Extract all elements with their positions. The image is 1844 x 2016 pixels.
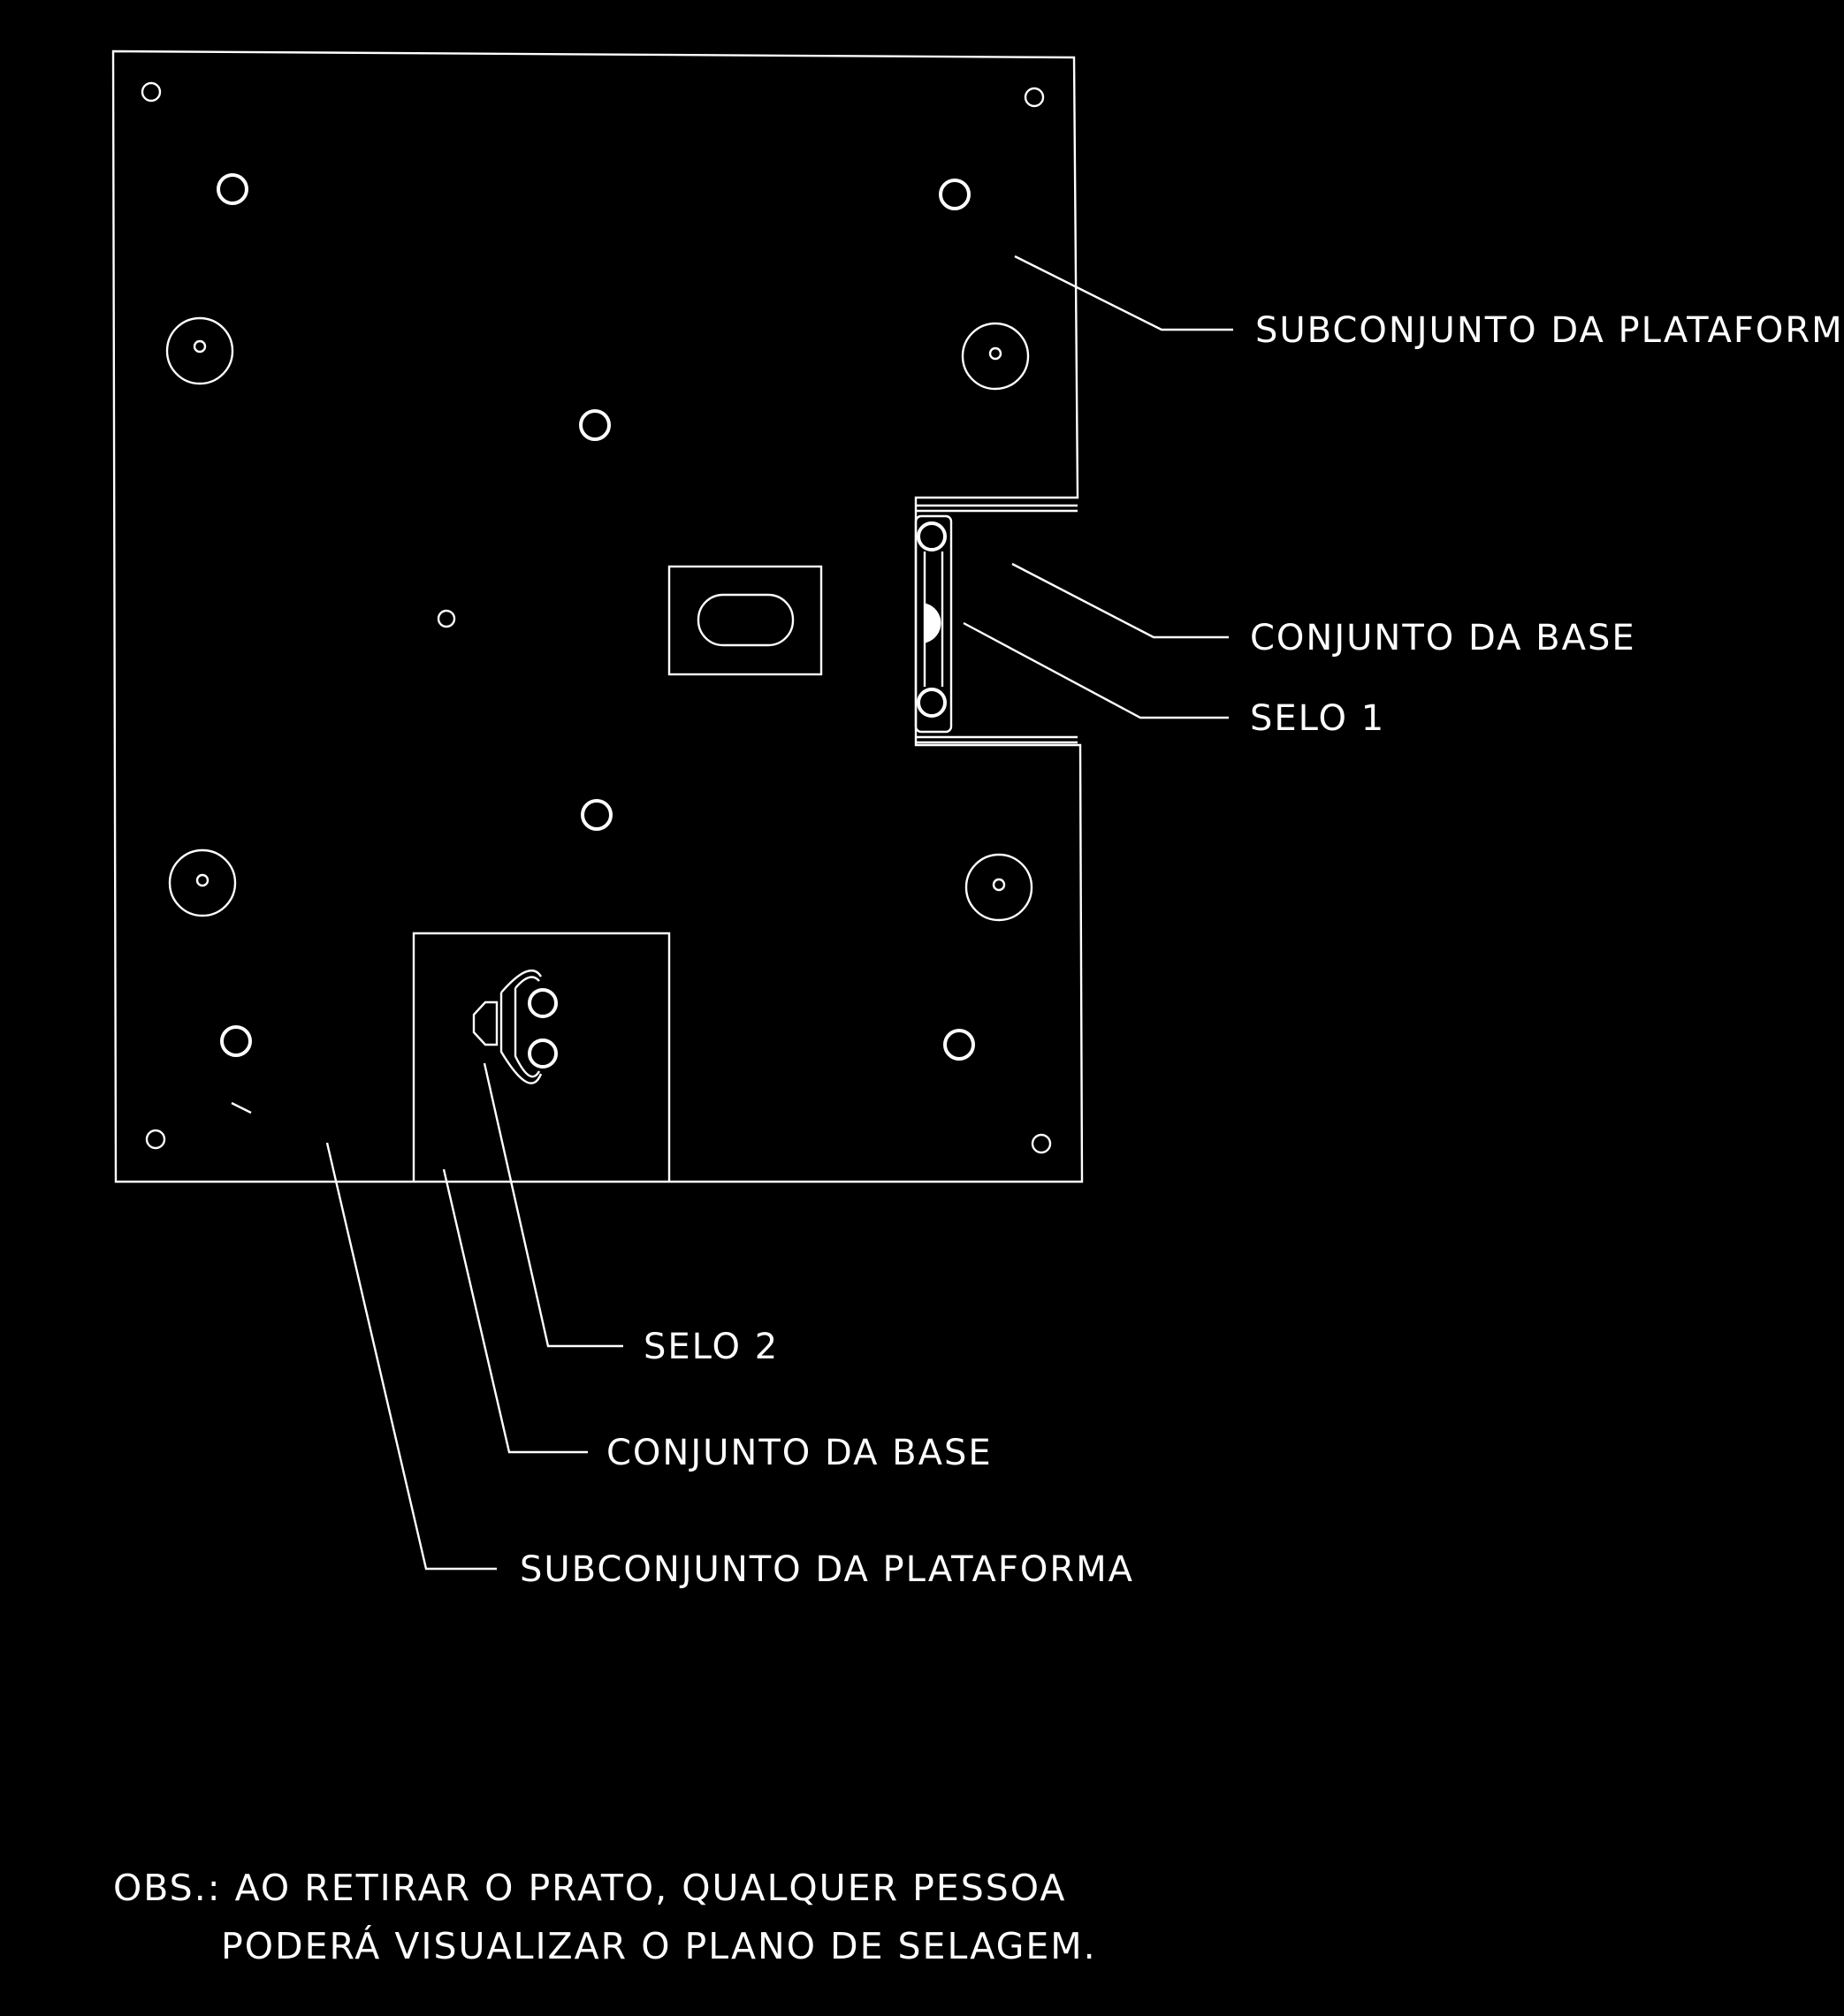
label-seal-2: SELO 2 bbox=[644, 1327, 779, 1367]
seal-2-screw-top bbox=[528, 988, 558, 1018]
label-bottom-base: CONJUNTO DA BASE bbox=[606, 1433, 993, 1473]
label-bottom-platform: SUBCONJUNTO DA PLATAFORMA bbox=[520, 1549, 1134, 1590]
corner-hole-top-left bbox=[141, 81, 162, 103]
seal-1-marker bbox=[926, 603, 941, 643]
corner-holes bbox=[141, 81, 1052, 1154]
leader-lines bbox=[325, 255, 1233, 1571]
bolt-holes bbox=[217, 173, 975, 1061]
right-base-assembly bbox=[914, 504, 1078, 744]
foot-pads bbox=[165, 316, 1033, 922]
center-slot-plate bbox=[667, 565, 823, 676]
seal-2-marker bbox=[472, 1000, 499, 1046]
seal-1-screw-top bbox=[917, 521, 947, 552]
foot-pad bbox=[961, 322, 1030, 391]
bolt-hole bbox=[220, 1025, 252, 1057]
corner-hole-top-right bbox=[1024, 87, 1045, 108]
foot-pad bbox=[168, 848, 237, 917]
label-seal-1: SELO 1 bbox=[1250, 698, 1385, 739]
leader-seal-1 bbox=[963, 621, 1229, 719]
seal-1-screw-bottom bbox=[917, 688, 947, 718]
note-line-1: OBS.: AO RETIRAR O PRATO, QUALQUER PESSO… bbox=[113, 1867, 1066, 1909]
corner-hole-bottom-left bbox=[145, 1129, 166, 1150]
bottom-base-assembly bbox=[412, 932, 671, 1182]
label-top-right-platform: SUBCONJUNTO DA PLATAFORMA bbox=[1255, 310, 1844, 351]
note-line-2: PODERÁ VISUALIZAR O PLANO DE SELAGEM. bbox=[221, 1925, 1097, 1967]
bolt-hole bbox=[579, 409, 611, 441]
leader-top-right-platform bbox=[1014, 255, 1233, 331]
bolt-hole bbox=[939, 179, 971, 210]
bolt-hole bbox=[943, 1029, 975, 1061]
oblong-slot bbox=[697, 593, 795, 647]
foot-pad bbox=[964, 853, 1033, 922]
seal-2-screw-bottom bbox=[528, 1038, 558, 1069]
leader-bottom-platform bbox=[325, 1142, 497, 1571]
leader-seal-2 bbox=[483, 1062, 623, 1348]
corner-hole-bottom-right bbox=[1031, 1133, 1052, 1154]
foot-pad bbox=[165, 316, 234, 385]
platform-outline bbox=[111, 49, 1084, 1183]
center-small-hole bbox=[437, 609, 456, 628]
leader-bottom-base bbox=[442, 1168, 588, 1454]
leader-right-base bbox=[1011, 562, 1229, 639]
label-right-base: CONJUNTO DA BASE bbox=[1250, 618, 1636, 658]
bolt-hole bbox=[581, 799, 613, 831]
bolt-hole bbox=[217, 173, 248, 205]
